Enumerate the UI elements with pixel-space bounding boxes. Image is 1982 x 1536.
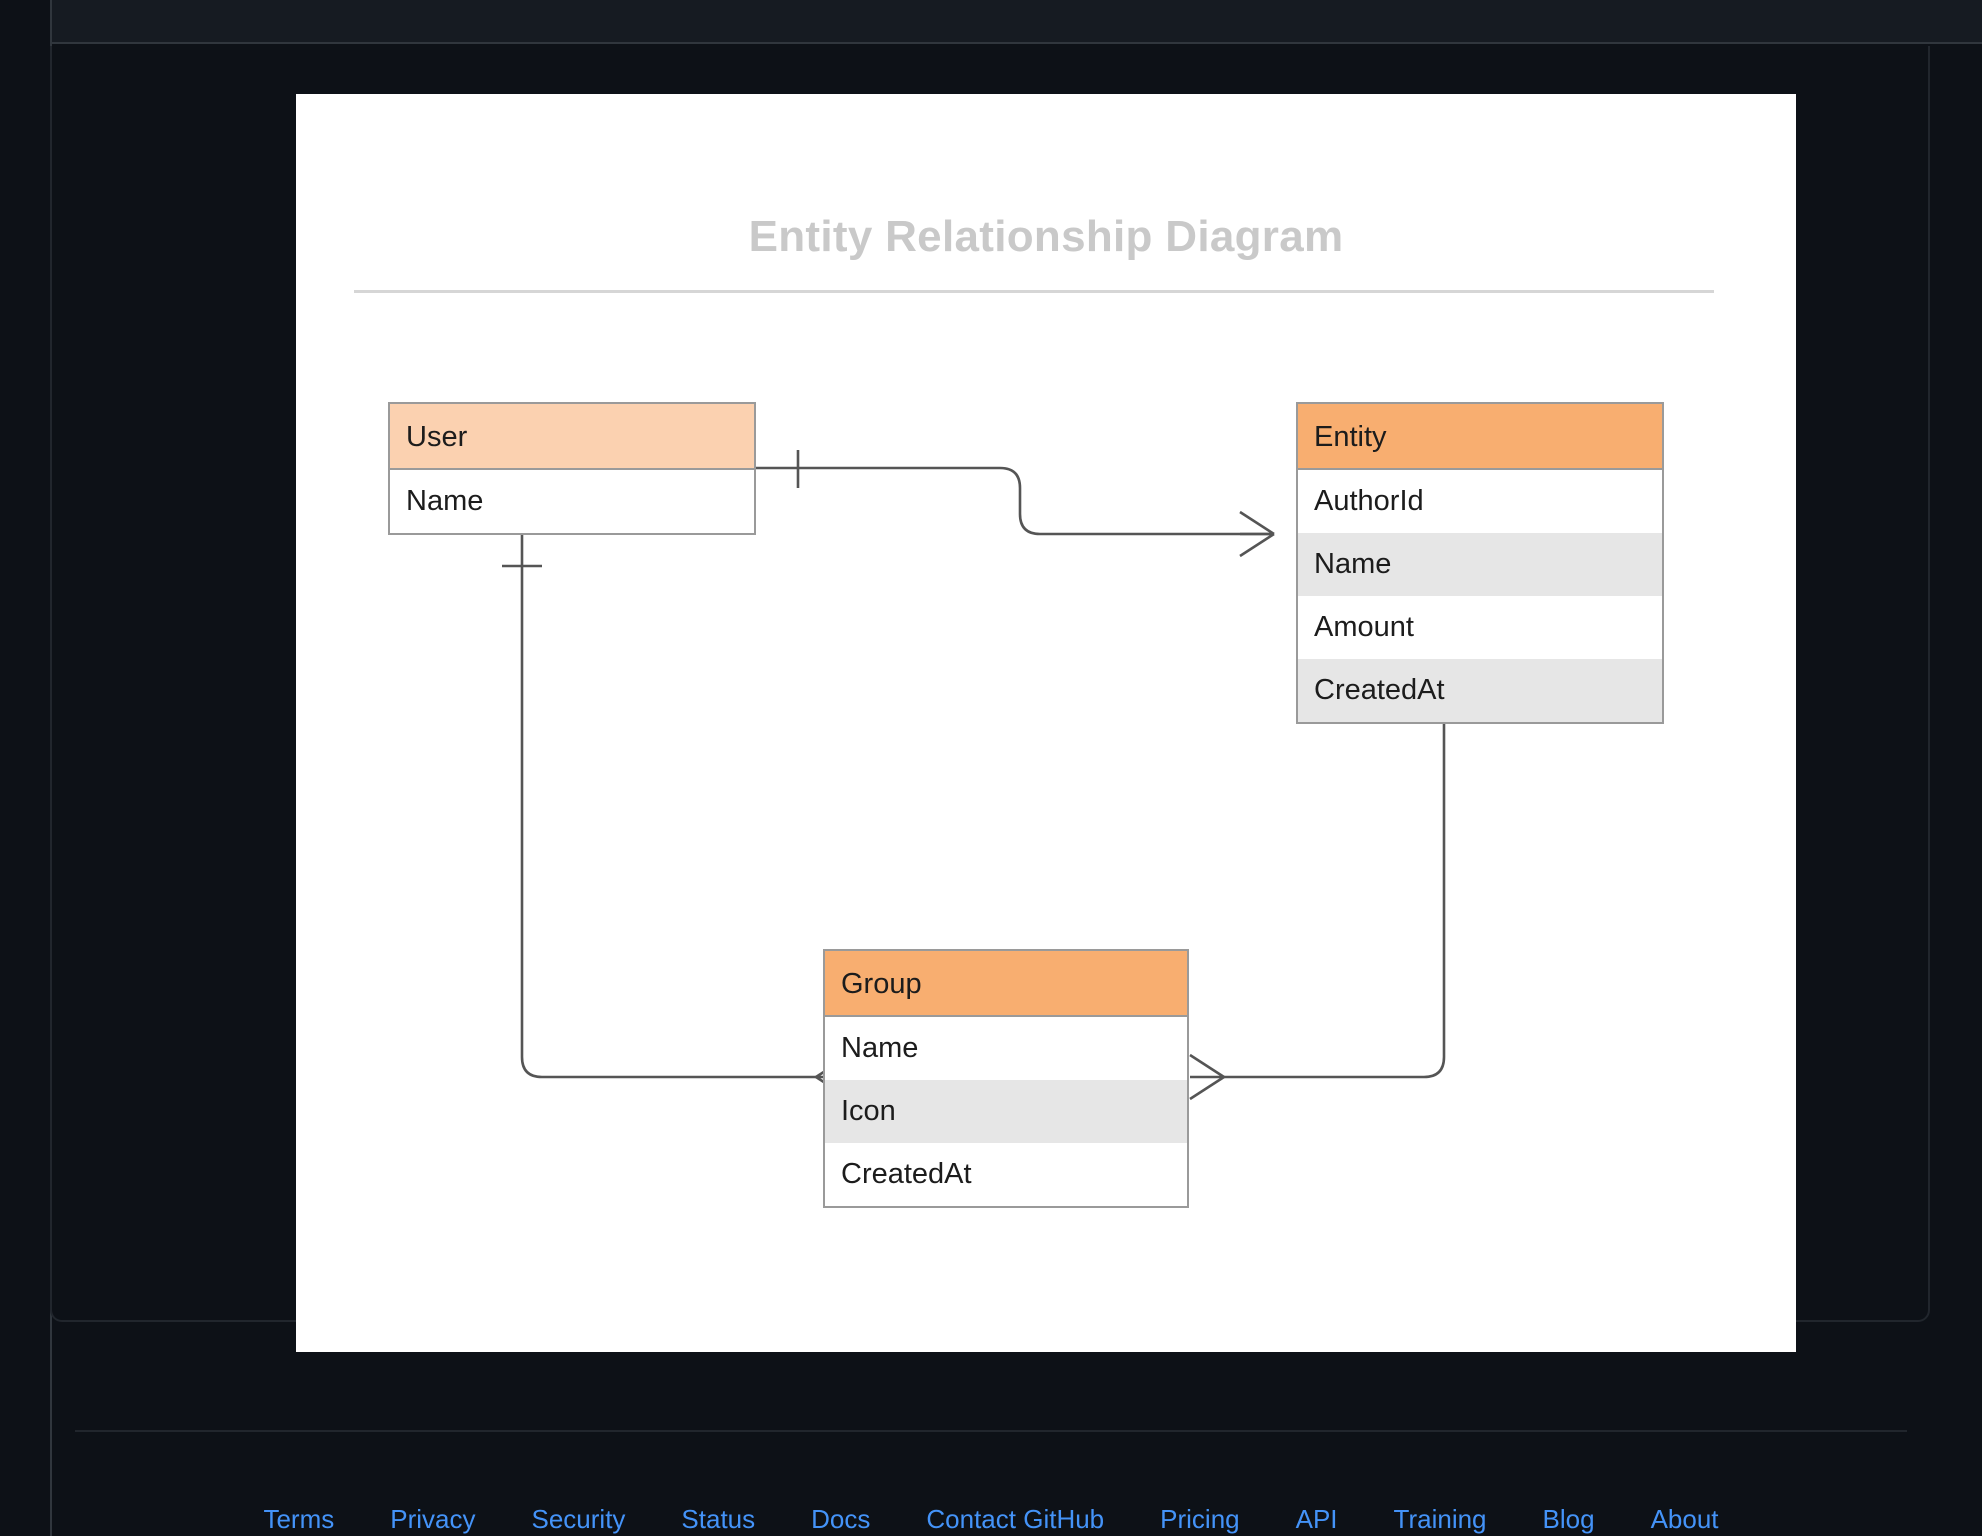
- diagram-panel: Entity Relationship Diagram: [296, 94, 1796, 1352]
- er-row-entity-authorid: AuthorId: [1298, 470, 1662, 533]
- er-table-user-header: User: [390, 404, 754, 470]
- er-row-user-name: Name: [390, 470, 754, 533]
- footer-link-docs[interactable]: Docs: [811, 1504, 871, 1534]
- er-row-group-createdat: CreatedAt: [825, 1143, 1187, 1206]
- footer-divider: [75, 1430, 1907, 1432]
- title-divider: [354, 290, 1714, 293]
- crowsfoot-group-icon-right: [1189, 1053, 1225, 1101]
- connector-user-group: [520, 534, 816, 1079]
- footer-link-pricing[interactable]: Pricing: [1160, 1504, 1240, 1534]
- er-row-group-name: Name: [825, 1017, 1187, 1080]
- footer-link-about[interactable]: About: [1650, 1504, 1719, 1534]
- footer-link-api[interactable]: API: [1295, 1504, 1338, 1534]
- crowsfoot-entity-name: [1239, 510, 1275, 558]
- er-table-user[interactable]: User Name: [388, 402, 756, 535]
- er-row-entity-amount: Amount: [1298, 596, 1662, 659]
- footer-link-terms[interactable]: Terms: [263, 1504, 335, 1534]
- footer-links: Terms Privacy Security Status Docs Conta…: [0, 1504, 1982, 1535]
- footer-link-blog[interactable]: Blog: [1542, 1504, 1595, 1534]
- er-table-group[interactable]: Group Name Icon CreatedAt: [823, 949, 1189, 1208]
- er-table-group-header: Group: [825, 951, 1187, 1017]
- footer-link-contact-github[interactable]: Contact GitHub: [926, 1504, 1105, 1534]
- er-row-group-icon: Icon: [825, 1080, 1187, 1143]
- footer-link-training[interactable]: Training: [1393, 1504, 1487, 1534]
- er-table-entity-header: Entity: [1298, 404, 1662, 470]
- content-card: Entity Relationship Diagram: [50, 46, 1930, 1352]
- er-table-entity[interactable]: Entity AuthorId Name Amount CreatedAt: [1296, 402, 1664, 724]
- connector-user-entity: [756, 466, 1274, 536]
- connector-entity-group: [1224, 679, 1446, 1079]
- top-chrome-strip: [50, 0, 1982, 44]
- er-row-entity-createdat: CreatedAt: [1298, 659, 1662, 722]
- er-row-entity-name: Name: [1298, 533, 1662, 596]
- footer-link-security[interactable]: Security: [531, 1504, 626, 1534]
- footer-link-status[interactable]: Status: [681, 1504, 756, 1534]
- page-title: Entity Relationship Diagram: [748, 212, 1344, 261]
- footer-link-privacy[interactable]: Privacy: [390, 1504, 476, 1534]
